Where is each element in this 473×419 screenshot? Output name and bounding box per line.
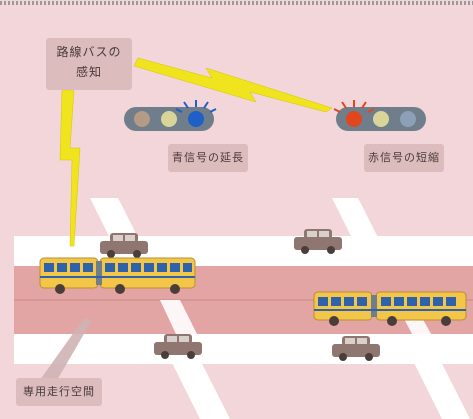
bus-icon: [313, 291, 467, 326]
car-icon: [294, 229, 342, 254]
bus-detection-label: 路線バスの 感知: [46, 38, 132, 90]
bus-detection-label-line1: 路線バスの: [56, 45, 122, 59]
car-icon: [332, 336, 380, 361]
traffic-signal-blue-lit-icon: [124, 100, 217, 131]
lower-road: [14, 334, 473, 364]
lightning-bolt-icon: [133, 57, 333, 113]
red-shortening-label: 赤信号の短縮: [364, 144, 444, 172]
bus-icon: [39, 257, 196, 294]
bus-detection-label-line2: 感知: [75, 65, 102, 79]
lightning-bolt-icon: [59, 89, 81, 247]
green-extension-label: 青信号の延長: [168, 144, 248, 172]
traffic-signal-red-lit-icon: [333, 100, 426, 131]
lane-label-pointer: [40, 318, 92, 382]
dedicated-lane-label: 専用走行空間: [16, 378, 102, 406]
car-icon: [100, 233, 148, 258]
car-icon: [154, 334, 202, 359]
